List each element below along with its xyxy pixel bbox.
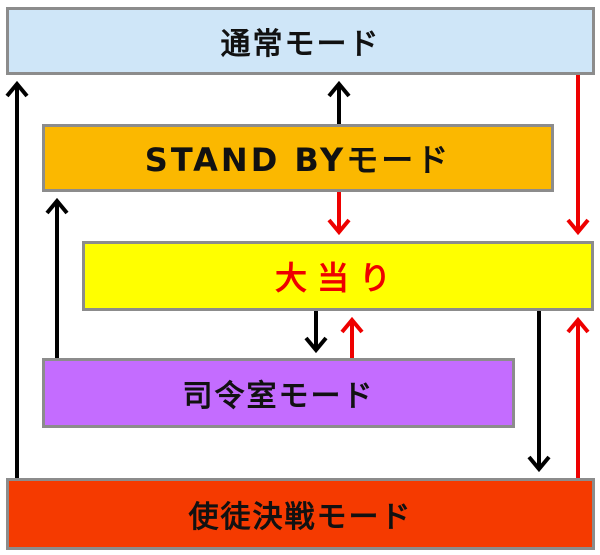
arrowhead-jackpot-to-command	[304, 336, 328, 354]
jackpot-box: 大当り	[82, 241, 594, 311]
arrowhead-standby-to-normal	[327, 80, 351, 98]
arrowhead-jackpot-to-apostle	[527, 455, 551, 473]
normal-mode-label: 通常モード	[220, 27, 381, 62]
apostle-battle-mode-box: 使徒決戦モード	[6, 478, 595, 550]
command-room-mode-label: 司令室モード	[182, 379, 375, 414]
arrowhead-apostle-to-normal	[5, 80, 29, 98]
command-room-mode-box: 司令室モード	[42, 358, 515, 428]
apostle-battle-mode-label: 使徒決戦モード	[188, 500, 413, 535]
arrowhead-normal-to-jackpot	[566, 218, 590, 236]
standby-mode-box: STAND BYモード	[42, 124, 554, 192]
arrowhead-command-to-jackpot	[340, 316, 364, 334]
arrowhead-standby-to-jackpot	[327, 218, 351, 236]
arrowhead-command-to-standby	[45, 197, 69, 215]
jackpot-label: 大当り	[274, 259, 401, 297]
arrowhead-apostle-to-jackpot	[566, 316, 590, 334]
normal-mode-box: 通常モード	[6, 7, 595, 75]
standby-mode-label: STAND BYモード	[144, 141, 452, 179]
